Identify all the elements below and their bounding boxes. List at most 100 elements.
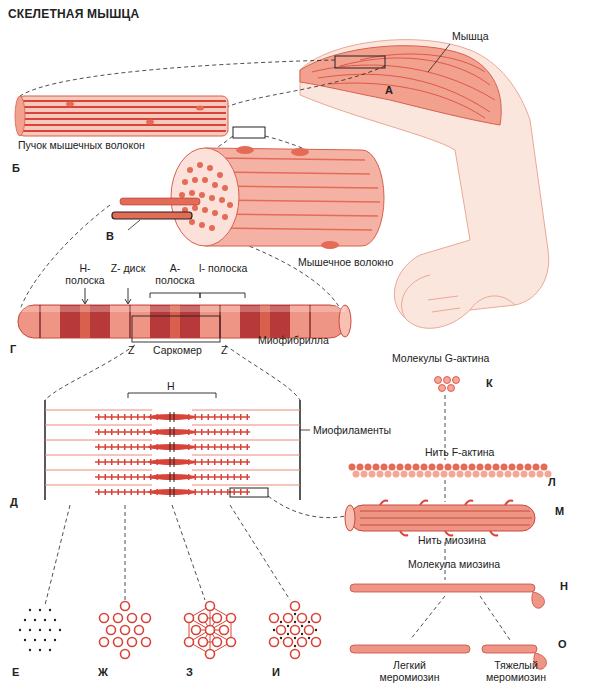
muscle-fiber-part — [112, 212, 192, 219]
molecule-illustration-part — [356, 471, 552, 478]
cross-section-part — [294, 621, 296, 623]
cross-section-part — [29, 629, 31, 631]
cross-section-part — [34, 639, 36, 641]
cross-section-part — [294, 637, 296, 639]
cross-section-part — [100, 602, 151, 659]
fiber-bundle-part — [20, 100, 226, 102]
molecule-illustration — [345, 377, 552, 670]
dashed-guide-part — [125, 505, 126, 600]
molecule-illustration-part — [350, 645, 470, 653]
myofibril-part — [82, 288, 245, 342]
part-label: Нить миозина — [418, 534, 486, 546]
cross-section-part — [54, 639, 56, 641]
part-label: Тяжелый меромиозин — [476, 659, 556, 683]
dashed-guide-part — [20, 205, 110, 310]
part-label: Саркомер — [153, 344, 202, 356]
cross-section-part — [270, 602, 321, 659]
molecule-illustration-part — [435, 377, 460, 392]
callout-letter: Е — [12, 666, 19, 678]
arm-illustration-part — [335, 56, 385, 68]
callout-letter: М — [555, 505, 564, 517]
muscle-fiber-part — [212, 182, 218, 188]
fiber-bundle-part — [66, 102, 74, 107]
muscle-fiber-part — [187, 167, 193, 173]
arm-illustration-part — [300, 46, 501, 125]
muscle-fiber-part — [321, 241, 339, 249]
muscle-fiber-part — [182, 179, 188, 185]
part-label: Нить F-актина — [425, 446, 494, 458]
molecule-illustration-part — [465, 501, 473, 506]
muscle-fiber-part — [291, 148, 309, 156]
dashed-guide-part — [45, 505, 70, 605]
muscle-fiber — [112, 146, 384, 249]
cross-section-part — [24, 619, 26, 621]
dashed-guide-part — [410, 596, 445, 640]
molecule-illustration-part — [352, 464, 552, 471]
sarcomere-detail-part — [128, 393, 216, 398]
muscle-fiber-part — [212, 210, 218, 216]
sarcomere-detail-part — [192, 470, 300, 471]
muscle-fiber-part — [128, 220, 140, 230]
sarcomere-detail — [45, 393, 310, 500]
cross-section-part — [273, 629, 275, 631]
myofibril — [18, 288, 351, 342]
cross-section-part — [308, 637, 310, 639]
dashed-guide-part — [225, 66, 385, 108]
cross-section-part — [44, 619, 46, 621]
part-label: Молекулы G-актина — [392, 352, 489, 364]
callout-letter: Ж — [98, 666, 108, 678]
cross-section-part — [49, 649, 51, 651]
part-label: Мышца — [452, 30, 489, 42]
cross-section-part — [287, 633, 289, 635]
molecule-illustration-part — [439, 385, 446, 392]
part-label: Z- диск — [108, 262, 148, 274]
part-label: A- полоска — [150, 262, 200, 286]
part-label: Легкий меромиозин — [372, 659, 447, 683]
arm-illustration-part — [312, 54, 495, 118]
cross-section-part — [34, 619, 36, 621]
sarcomere-detail-part — [230, 488, 268, 497]
muscle-fiber-part — [199, 222, 205, 228]
arm-illustration-part — [402, 275, 515, 318]
cross-section-part — [49, 609, 51, 611]
muscle-fiber-part — [202, 207, 208, 213]
callout-letter: К — [486, 377, 493, 389]
dashed-guide-part — [268, 496, 350, 518]
cross-section-part — [19, 609, 61, 651]
sarcomere-detail-part — [95, 472, 250, 482]
molecule-illustration-part — [380, 501, 388, 506]
callout-letter: Н — [560, 580, 568, 592]
cross-section-part — [185, 602, 236, 659]
fiber-bundle-part — [146, 120, 154, 125]
part-label: Миофибрилла — [258, 334, 329, 346]
callout-letter: А — [385, 84, 393, 96]
part-label: H — [167, 380, 175, 392]
molecule-illustration-part — [350, 584, 535, 592]
cross-section-part — [280, 637, 282, 639]
part-label: H- полоска — [60, 262, 110, 286]
muscle-fiber-part — [210, 158, 365, 160]
muscle-fiber-part — [217, 172, 223, 178]
sarcomere-detail-part — [45, 410, 152, 411]
myofibril-part — [82, 299, 88, 304]
sarcomere-detail-part — [95, 457, 250, 467]
dashed-guide-part — [172, 505, 205, 600]
molecule-illustration-part — [435, 377, 442, 384]
molecule-illustration-part — [380, 501, 513, 536]
callout-letter: В — [106, 230, 114, 242]
sarcomere-detail-part — [45, 410, 300, 485]
sarcomere-detail-part — [192, 440, 300, 441]
sarcomere-detail-part — [192, 410, 300, 411]
myofibril-part — [125, 299, 131, 304]
fiber-bundle-part — [15, 96, 25, 136]
cross-section-part — [39, 629, 41, 631]
dashed-guide-part — [230, 505, 290, 600]
molecule-illustration-part — [505, 501, 513, 506]
muscle-fiber-part — [222, 214, 228, 220]
sarcomere-detail-part — [45, 470, 152, 471]
molecule-illustration-part — [360, 518, 532, 519]
sarcomere-detail-part — [45, 440, 152, 441]
cross-section-part — [301, 633, 303, 635]
